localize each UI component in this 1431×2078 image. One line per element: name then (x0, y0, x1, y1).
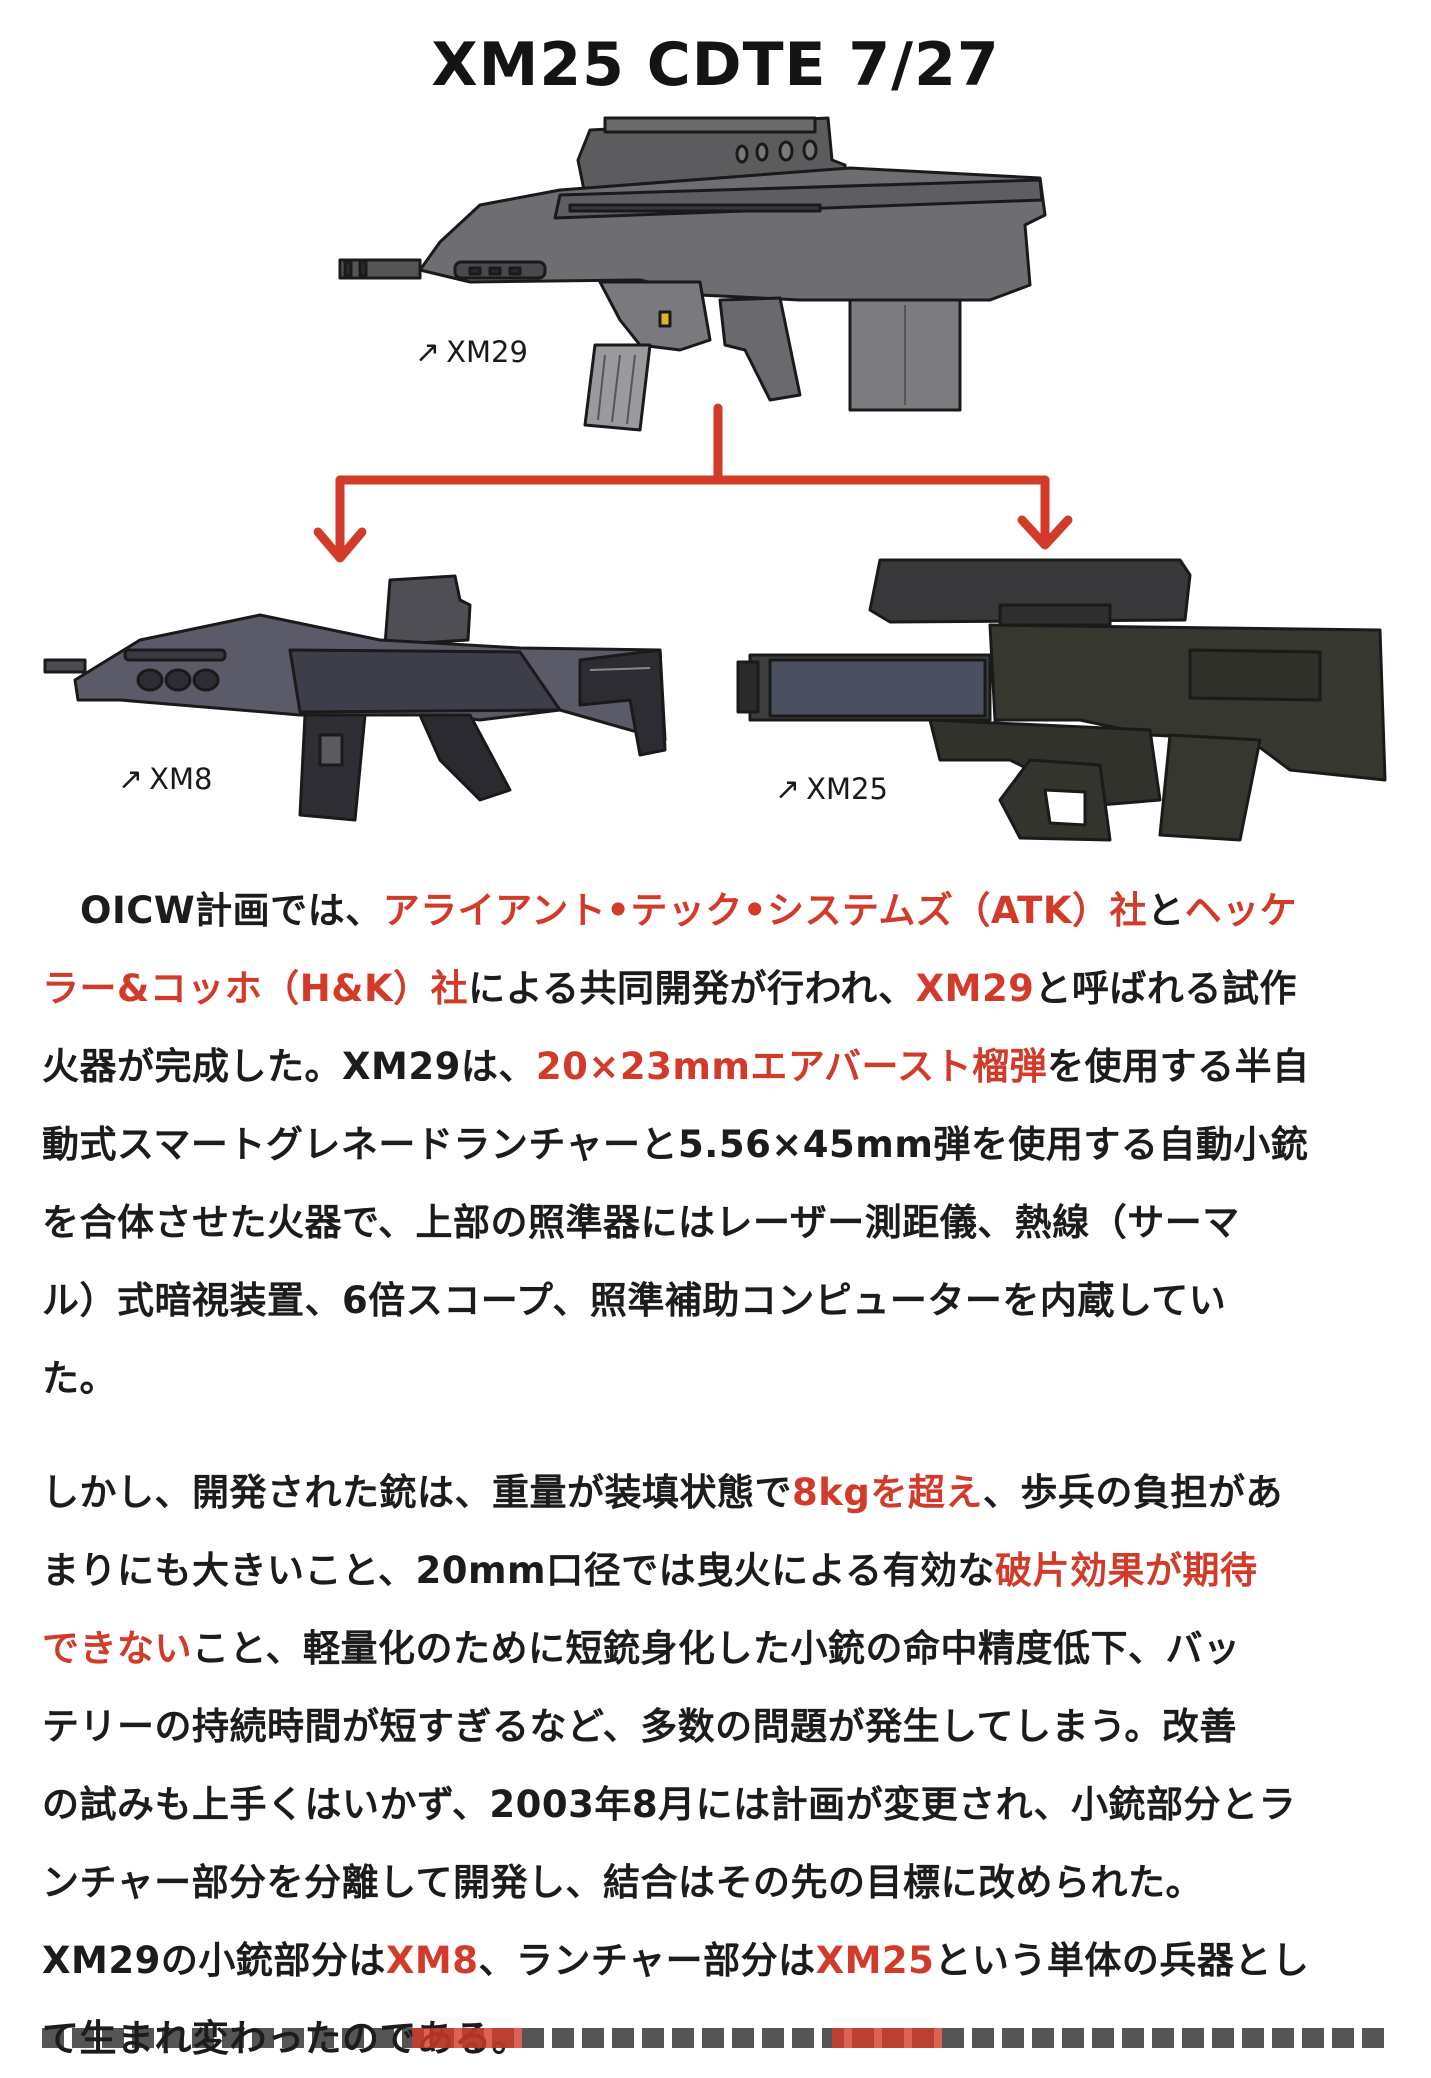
highlight-hk: ラー&コッホ（H&K）社 (42, 967, 469, 1010)
xm8-label: ↗XM8 (118, 762, 213, 797)
highlight-atk: アライアント•テック•システムズ（ATK）社 (382, 889, 1148, 932)
xm29-illustration (338, 116, 1047, 432)
xm25-label: ↗XM25 (775, 772, 888, 807)
highlight-fragment: 破片効果が期待 (995, 1549, 1258, 1592)
text-line: できないこと、軽量化のために短銃身化した小銃の命中精度低下、バッ (42, 1627, 1241, 1670)
text-line: テリーの持続時間が短すぎるなど、多数の問題が発生してしまう。改善 (42, 1705, 1237, 1748)
text-line: を合体させた火器で、上部の照準器にはレーザー測距儀、熱線（サーマ (42, 1201, 1240, 1244)
text-line: の試みも上手くはいかず、2003年8月には計画が変更され、小銃部分とラ (42, 1783, 1297, 1826)
highlight-xm25: XM25 (815, 1939, 935, 1982)
paragraph-problems: しかし、開発された銃は、重量が装填状態で8kgを超え、歩兵の負担があ まりにも大… (42, 1454, 1402, 2078)
text-line: た。 (42, 1357, 117, 1400)
text-line: しかし、開発された銃は、重量が装填状態で8kgを超え、歩兵の負担があ (42, 1471, 1283, 1514)
weapon-lineage-illustration (43, 116, 1387, 842)
label-arrow-icon: ↗ (775, 772, 801, 807)
text-line: まりにも大きいこと、20mm口径では曳火による有効な破片効果が期待 (42, 1549, 1258, 1592)
text-line: ンチャー部分を分離して開発し、結合はその先の目標に改められた。 (42, 1861, 1204, 1904)
text-line: ラー&コッホ（H&K）社による共同開発が行われ、XM29と呼ばれる試作 (42, 967, 1297, 1010)
cut-off-text-line (42, 2028, 1392, 2048)
page-title: XM25 CDTE 7/27 (431, 30, 1000, 100)
text-line: OICW計画では、アライアント•テック•システムズ（ATK）社とヘッケ (80, 889, 1298, 932)
split-arrow (313, 403, 1073, 563)
label-arrow-icon: ↗ (118, 762, 144, 797)
highlight-xm29: XM29 (915, 967, 1035, 1010)
paragraph-oicw-program: OICW計画では、アライアント•テック•システムズ（ATK）社とヘッケ ラー&コ… (42, 872, 1402, 1418)
xm29-label: ↗XM29 (415, 335, 528, 370)
highlight-xm8: XM8 (385, 1939, 479, 1982)
highlight-weight: 8kgを超え (792, 1471, 983, 1514)
text-line: 火器が完成した。XM29は、20×23mmエアバースト榴弾を使用する半自 (42, 1045, 1310, 1088)
label-arrow-icon: ↗ (415, 335, 441, 370)
highlight-hk: ヘッケ (1184, 889, 1298, 932)
xm8-illustration (43, 574, 667, 822)
highlight-airburst: 20×23mmエアバースト榴弾 (535, 1045, 1048, 1088)
text-line: XM29の小銃部分はXM8、ランチャー部分はXM25という単体の兵器とし (42, 1939, 1310, 1982)
text-line: 動式スマートグレネードランチャーと5.56×45mm弾を使用する自動小銃 (42, 1123, 1309, 1166)
xm25-illustration (736, 558, 1387, 842)
text-line: ル）式暗視装置、6倍スコープ、照準補助コンピューターを内蔵してい (42, 1279, 1227, 1322)
highlight-fragment: できない (42, 1627, 192, 1670)
